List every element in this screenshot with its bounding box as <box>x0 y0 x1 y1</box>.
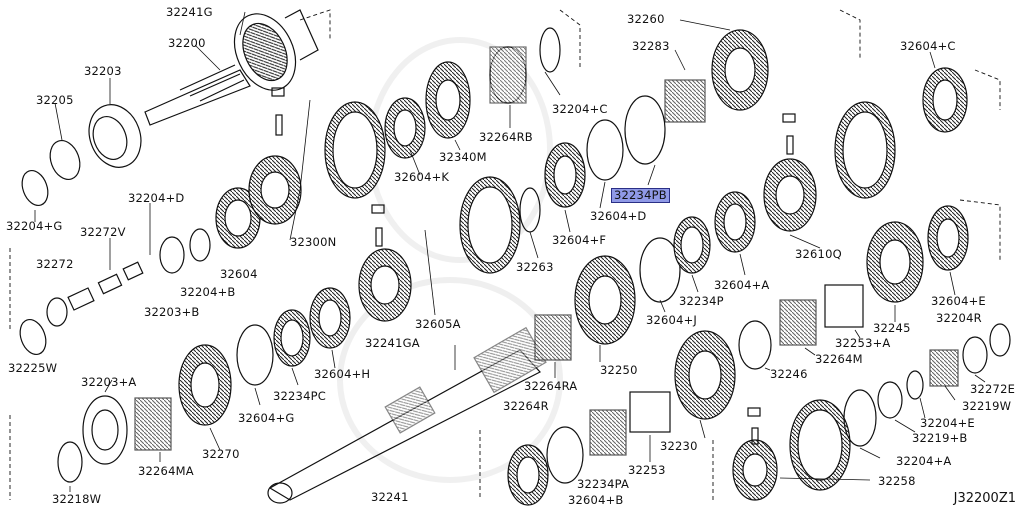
label-32203b[interactable]: 32203+B <box>144 305 200 319</box>
ring-32604g <box>236 324 274 386</box>
group-outlines <box>9 9 1001 500</box>
bearing-32283 <box>664 79 706 123</box>
needle-bearing-32264ma <box>134 397 172 451</box>
label-32200[interactable]: 32200 <box>168 36 206 50</box>
label-32272e[interactable]: 32272E <box>970 382 1016 396</box>
main-shaft-32241 <box>267 326 547 504</box>
label-32219b[interactable]: 32219+B <box>912 431 968 445</box>
label-32245[interactable]: 32245 <box>873 321 911 335</box>
label-32204g[interactable]: 32204+G <box>6 219 63 233</box>
label-32204c[interactable]: 32204+C <box>552 102 608 116</box>
ring-32604j <box>639 237 681 303</box>
label-32234p[interactable]: 32234P <box>679 294 724 308</box>
ring-32604d <box>586 119 624 181</box>
label-32264ra[interactable]: 32264RA <box>524 379 578 393</box>
snapring-32204r <box>989 323 1011 357</box>
label-32204r[interactable]: 32204R <box>936 311 982 325</box>
bearing-32219w <box>929 349 959 387</box>
label-32604g[interactable]: 32604+G <box>238 411 295 425</box>
label-32283[interactable]: 32283 <box>632 39 670 53</box>
label-32234pc[interactable]: 32234PC <box>273 389 326 403</box>
needle-bearing-32264m <box>779 299 817 346</box>
label-32204d[interactable]: 32204+D <box>128 191 185 205</box>
label-32225w[interactable]: 32225W <box>8 361 58 375</box>
label-32204e[interactable]: 32204+E <box>920 416 975 430</box>
label-32604h[interactable]: 32604+H <box>314 367 371 381</box>
label-32203a[interactable]: 32203+A <box>81 375 137 389</box>
ring-32205 <box>49 140 81 180</box>
label-32263[interactable]: 32263 <box>516 260 554 274</box>
leader-lines <box>34 11 986 492</box>
label-32604[interactable]: 32604 <box>220 267 258 281</box>
washer-32246 <box>738 320 772 370</box>
label-32270[interactable]: 32270 <box>202 447 240 461</box>
label-32604a[interactable]: 32604+A <box>714 278 770 292</box>
needle-bearing-32264r <box>589 409 627 456</box>
label-32264m[interactable]: 32264M <box>815 352 863 366</box>
ring-32204b <box>189 228 211 262</box>
label-32241ga[interactable]: 32241GA <box>365 336 420 350</box>
label-32604f[interactable]: 32604+F <box>552 233 607 247</box>
label-32604e[interactable]: 32604+E <box>931 294 986 308</box>
bush-32253 <box>629 391 671 433</box>
ring-32234pb <box>624 95 666 165</box>
input-shaft <box>144 9 319 126</box>
label-32246[interactable]: 32246 <box>770 367 808 381</box>
label-32264r[interactable]: 32264R <box>503 399 549 413</box>
label-32604j[interactable]: 32604+J <box>646 313 698 327</box>
bush-32253a <box>824 284 864 328</box>
label-32604c[interactable]: 32604+C <box>900 39 956 53</box>
synchro-sleeve-32605a <box>358 176 521 322</box>
label-32604d[interactable]: 32604+D <box>590 209 647 223</box>
label-32253a[interactable]: 32253+A <box>835 336 891 350</box>
label-32241g[interactable]: 32241G <box>166 5 213 19</box>
synchro-hub-32610q <box>763 101 896 232</box>
label-32234pb-highlighted[interactable]: 32234PB <box>611 188 670 203</box>
label-32219w[interactable]: 32219W <box>962 399 1012 413</box>
diagram-code: J32200Z1 <box>953 491 1016 506</box>
label-32610q[interactable]: 32610Q <box>795 247 842 261</box>
ring-32203b <box>159 236 185 274</box>
label-32241[interactable]: 32241 <box>371 490 409 504</box>
synchro-hub-32300n <box>248 87 302 225</box>
label-32264rb[interactable]: 32264RB <box>479 130 533 144</box>
label-32272v[interactable]: 32272V <box>80 225 126 239</box>
ring-32234pa <box>546 426 584 484</box>
label-32250[interactable]: 32250 <box>600 363 638 377</box>
synchro-hub-32258 <box>732 399 851 501</box>
label-32230[interactable]: 32230 <box>660 439 698 453</box>
needle-bearing-32264ra <box>534 314 572 361</box>
label-32604k[interactable]: 32604+K <box>394 170 450 184</box>
label-32340m[interactable]: 32340M <box>439 150 487 164</box>
snapring-32204a <box>843 389 877 447</box>
label-32234pa[interactable]: 32234PA <box>577 477 630 491</box>
label-32300n[interactable]: 32300N <box>290 235 337 249</box>
detent-assembly <box>46 261 144 327</box>
bearing-32203 <box>88 104 142 168</box>
label-32204b[interactable]: 32204+B <box>180 285 236 299</box>
needle-bearing-32264rb <box>489 46 527 104</box>
label-32204a[interactable]: 32204+A <box>896 454 952 468</box>
snapring-32204c <box>539 27 561 73</box>
label-32253[interactable]: 32253 <box>628 463 666 477</box>
label-32218w[interactable]: 32218W <box>52 492 102 506</box>
ring-32225w <box>19 318 47 356</box>
label-32264ma[interactable]: 32264MA <box>138 464 194 478</box>
snapring-32204g <box>21 169 49 207</box>
label-32258[interactable]: 32258 <box>878 474 916 488</box>
label-32205[interactable]: 32205 <box>36 93 74 107</box>
ring-32219b <box>877 381 903 419</box>
label-32203[interactable]: 32203 <box>84 64 122 78</box>
bearing-32203a <box>82 395 128 465</box>
label-32260[interactable]: 32260 <box>627 12 665 26</box>
label-32604b[interactable]: 32604+B <box>568 493 624 507</box>
synchro-sleeve <box>324 101 386 199</box>
label-32272[interactable]: 32272 <box>36 257 74 271</box>
snapring-32218w <box>57 441 83 483</box>
ring-32204e <box>906 370 924 400</box>
washer-32272e <box>962 336 988 374</box>
label-32605a[interactable]: 32605A <box>415 317 461 331</box>
